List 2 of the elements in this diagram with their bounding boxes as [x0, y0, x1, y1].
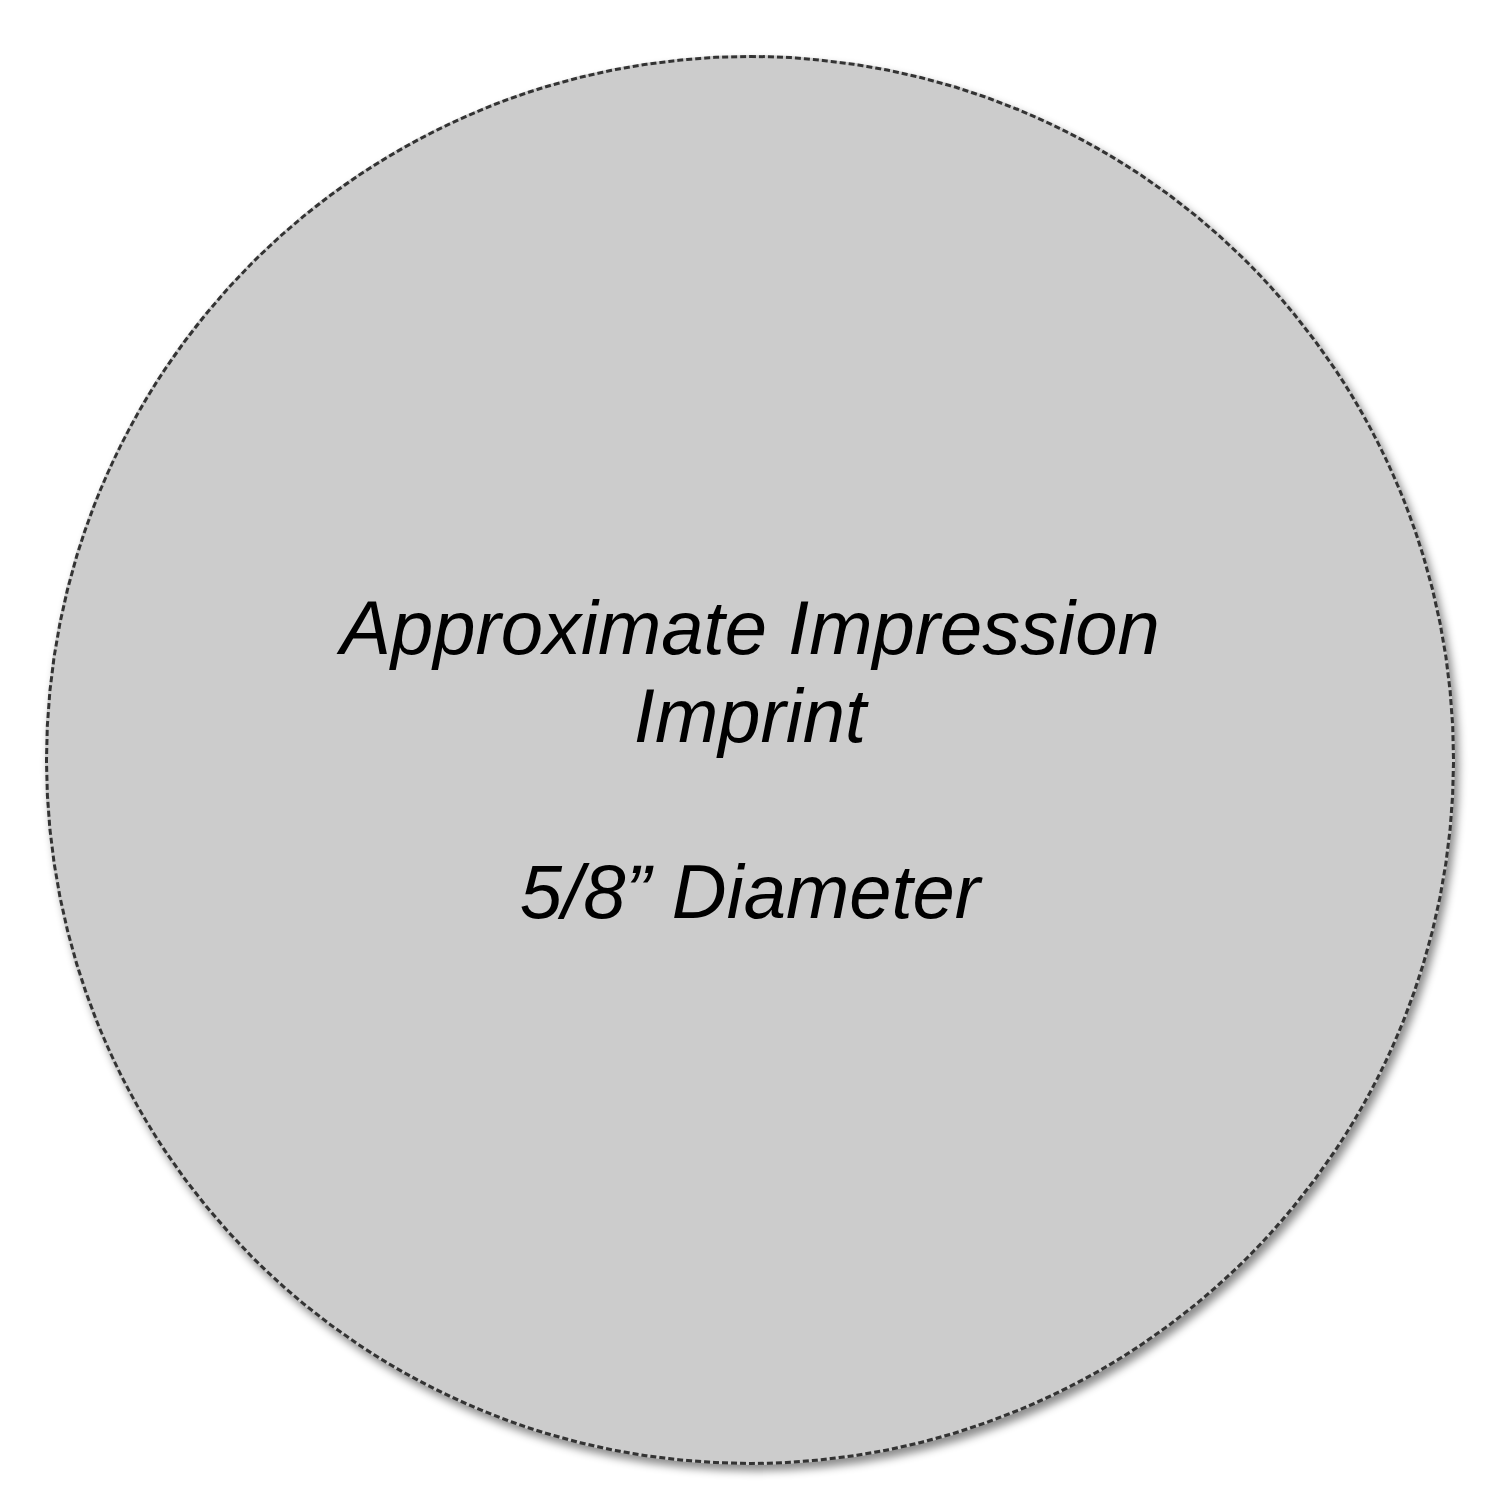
imprint-label: Approximate Impression Imprint	[320, 584, 1180, 760]
diameter-label: 5/8” Diameter	[518, 848, 984, 936]
